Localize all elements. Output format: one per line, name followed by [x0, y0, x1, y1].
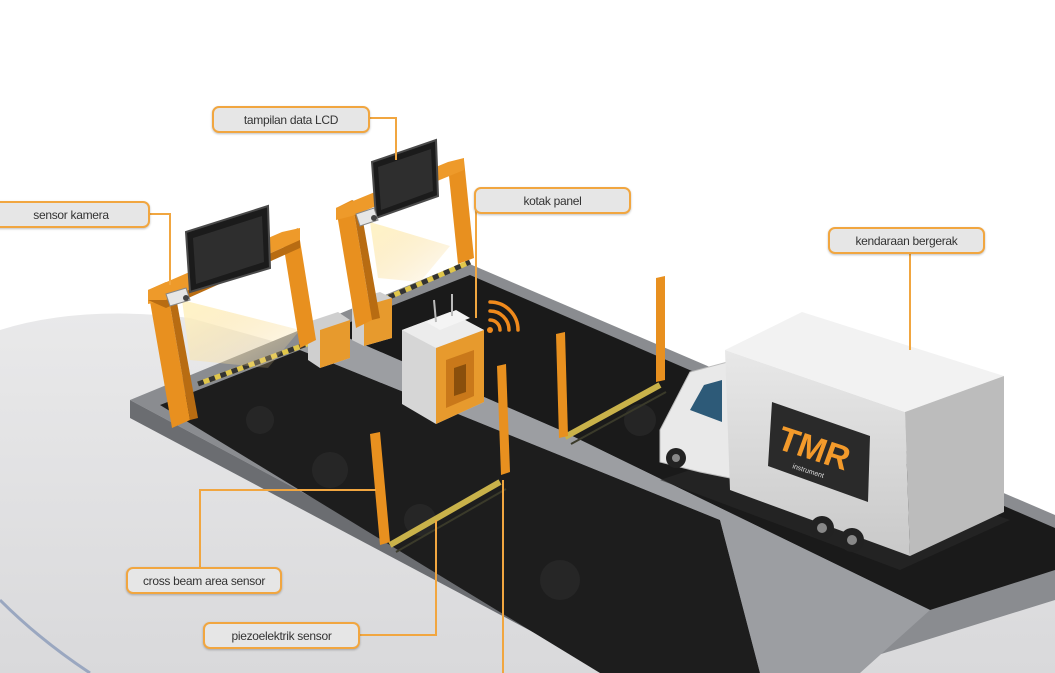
- callout-camera-sensor: sensor kamera: [0, 201, 150, 228]
- truck-logo-panel: [768, 402, 870, 502]
- truck-windshield: [690, 380, 722, 422]
- lcd-monitor-icon: [184, 138, 440, 294]
- leader-piezo: [360, 520, 437, 636]
- camera-light-cone-1: [182, 300, 300, 368]
- piezo-sensor-strips: [388, 382, 667, 553]
- leader-lcd: [370, 117, 397, 160]
- callout-lcd-display: tampilan data LCD: [212, 106, 370, 133]
- callout-panel-box: kotak panel: [474, 187, 631, 214]
- ground-edge: [0, 598, 91, 673]
- truck: [659, 312, 1010, 570]
- cross-beam-poles: [370, 276, 665, 545]
- median-island: [300, 330, 930, 673]
- callout-cross-beam-sensor: cross beam area sensor: [126, 567, 282, 594]
- callout-leader-lines: [150, 117, 911, 673]
- leader-cross-beam: [199, 489, 376, 580]
- callout-piezo-sensor: piezoelektrik sensor: [203, 622, 360, 649]
- truck-box-rear: [905, 376, 1004, 556]
- truck-box-top: [725, 312, 1004, 412]
- callout-moving-vehicle: kendaraan bergerak: [828, 227, 985, 254]
- wifi-signal-icon: [487, 300, 520, 333]
- camera-icon: [165, 207, 379, 307]
- camera-light-cone-2: [370, 222, 450, 282]
- panel-cabinet: [402, 294, 484, 424]
- road-lane-near: [160, 350, 760, 673]
- leader-camera: [150, 213, 171, 285]
